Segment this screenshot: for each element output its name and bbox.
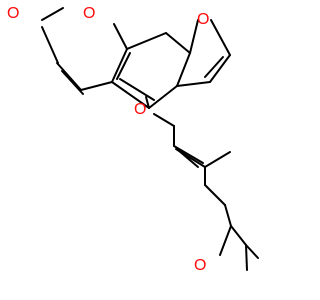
atom-label-o-epoxide: O [194, 257, 206, 274]
atom-label-o-lactone: O [83, 5, 95, 22]
bond-lines [41, 7, 259, 271]
atom-label-o-furan: O [197, 11, 209, 28]
structure-canvas: O O O O O [7, 5, 259, 274]
atom-label-o-ether: O [134, 101, 146, 118]
atom-label-o-carbonyl: O [7, 5, 19, 22]
